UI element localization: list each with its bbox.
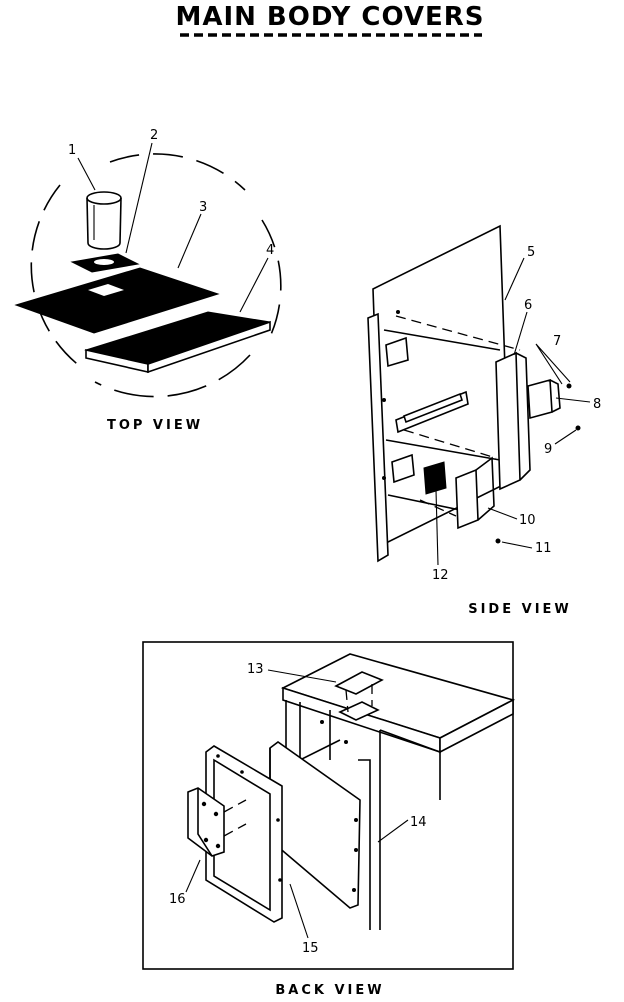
callout-13: 13 [247,662,264,677]
callout-4: 4 [266,243,274,258]
screw [566,383,572,389]
callout-9: 9 [544,442,552,457]
callout-6: 6 [524,298,532,313]
callout-7: 7 [553,334,561,349]
top-view: 1 2 3 4 TOP VIEW [14,128,282,433]
callout-3: 3 [199,200,207,215]
back-view-frame [142,641,514,970]
callout-16: 16 [169,892,186,907]
callout-14: 14 [410,815,427,830]
callout-5: 5 [527,245,535,260]
back-view-caption: BACK VIEW [275,983,384,998]
callout-10: 10 [519,513,536,528]
top-cover [14,267,220,334]
top-view-circle [30,184,86,371]
rear-panel [269,741,361,909]
back-view: 13 14 15 16 BACK VIEW [142,641,516,998]
callout-1: 1 [68,143,76,158]
cover-plate [423,461,447,495]
side-view: 5 6 7 8 9 10 11 12 SIDE VIEW [367,224,601,617]
side-panel [372,224,510,547]
page-title: MAIN BODY COVERS [175,2,484,32]
callout-8: 8 [593,397,601,412]
front-post [367,312,389,563]
callout-11: 11 [535,541,552,556]
top-plate [334,671,384,695]
top-view-caption: TOP VIEW [107,418,203,433]
lower-bracket [455,468,479,530]
callout-2: 2 [150,128,158,143]
side-view-caption: SIDE VIEW [468,602,572,617]
screw [495,538,501,544]
small-bracket [527,378,553,420]
side-bracket [495,351,521,491]
title-block: MAIN BODY COVERS [175,2,484,37]
callout-15: 15 [302,941,319,956]
screw [575,425,581,431]
callout-12: 12 [432,568,449,583]
cylinder-part [86,191,122,250]
